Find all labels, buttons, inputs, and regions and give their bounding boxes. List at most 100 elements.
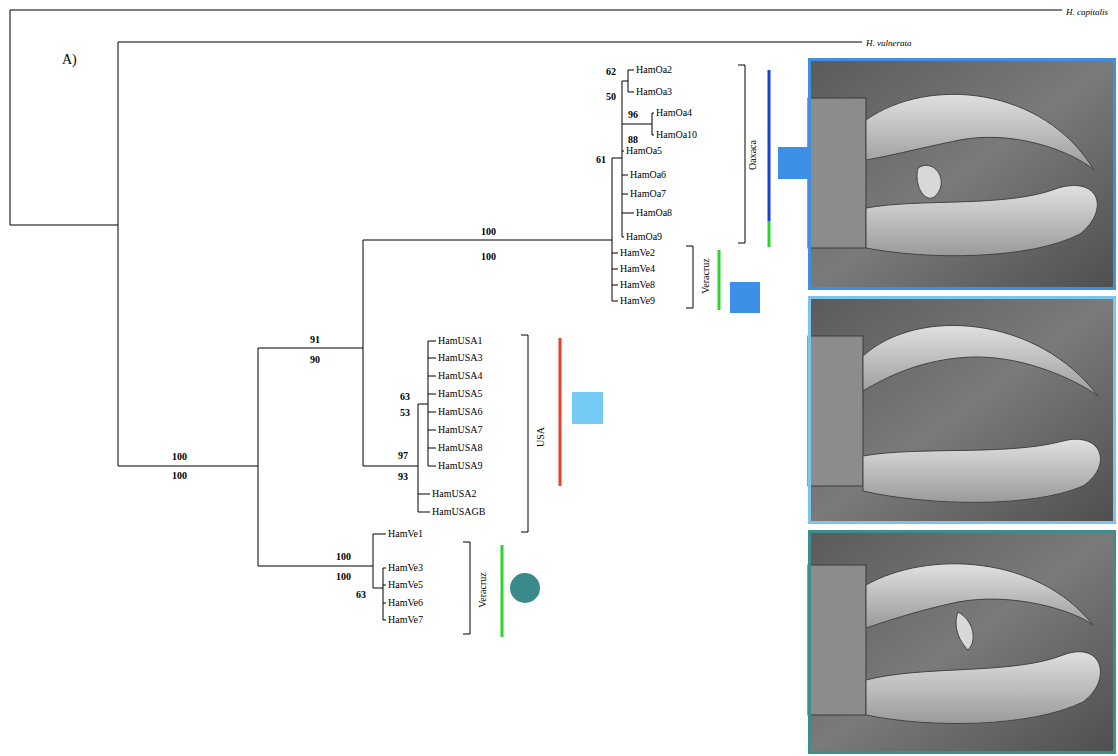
tree-branch — [428, 394, 436, 395]
outgroup-label: H. capitalis — [1066, 8, 1108, 17]
inner-process — [956, 612, 973, 650]
taxon-label: HamOa2 — [636, 65, 672, 75]
taxon-label: HamVe5 — [388, 580, 423, 590]
photo-frame — [810, 532, 1115, 753]
tree-branch — [622, 175, 628, 176]
tree-branch — [622, 213, 634, 214]
photo-ground — [808, 296, 1116, 524]
taxon-label: HamVe7 — [388, 615, 423, 625]
support-value: 96 — [628, 110, 638, 120]
taxon-label: HamUSA7 — [438, 425, 482, 435]
support-value: 61 — [596, 155, 606, 165]
morph-square — [730, 282, 760, 313]
support-value: 50 — [606, 92, 616, 102]
tree-branch — [612, 253, 618, 254]
tree-branch — [652, 135, 654, 136]
taxon-label: HamOa3 — [636, 87, 672, 97]
photo-frame — [810, 60, 1115, 289]
tree-branch — [118, 466, 258, 467]
tree-branch — [10, 10, 1062, 11]
tree-branch — [622, 81, 628, 82]
tree-branch — [10, 225, 118, 226]
tree-branch — [628, 70, 634, 71]
tree-branch — [118, 42, 862, 43]
support-value: 100 — [172, 452, 187, 462]
tree-branch — [373, 534, 374, 588]
taxon-label: HamOa9 — [626, 232, 662, 242]
tree-branch — [363, 466, 418, 467]
clade-label: USA — [536, 427, 546, 447]
support-value: 90 — [310, 355, 320, 365]
clade-label: Veracruz — [701, 258, 711, 294]
support-value: 97 — [398, 451, 408, 461]
sem-photo — [808, 530, 1116, 754]
tree-branch — [622, 151, 624, 152]
tree-branch — [418, 494, 430, 495]
clade-label: Veracruz — [478, 572, 488, 608]
tree-branch — [612, 301, 618, 302]
tree-branch — [612, 269, 618, 270]
tree-branch — [428, 448, 436, 449]
support-value: 93 — [398, 472, 408, 482]
lower-clasper — [866, 186, 1097, 256]
locality-bar — [559, 338, 562, 486]
taxon-label: HamOa5 — [626, 146, 662, 156]
morph-square — [572, 392, 603, 424]
taxon-label: HamOa4 — [656, 108, 692, 118]
inner-process — [917, 165, 941, 198]
tree-branch — [622, 237, 624, 238]
clade-bracket — [738, 65, 745, 243]
taxon-label: HamVe6 — [388, 598, 423, 608]
tree-branch — [10, 10, 11, 225]
taxon-label: HamVe1 — [388, 529, 423, 539]
tree-branch — [428, 341, 429, 466]
support-value: 91 — [310, 335, 320, 345]
support-value: 88 — [628, 135, 638, 145]
sem-photo — [808, 296, 1116, 524]
support-value: 53 — [400, 408, 410, 418]
taxon-label: HamVe3 — [388, 563, 423, 573]
photo-frame — [810, 298, 1115, 523]
tree-branch — [383, 620, 386, 621]
photo-ground — [808, 530, 1116, 754]
tree-branch — [622, 81, 623, 237]
taxon-label: HamUSA1 — [438, 336, 482, 346]
tree-branch — [628, 70, 629, 92]
morph-square — [778, 147, 808, 179]
support-value: 63 — [356, 590, 366, 600]
taxon-label: HamOa6 — [630, 170, 666, 180]
tree-branch — [622, 194, 628, 195]
tree-branch — [628, 92, 634, 93]
abdomen-segment — [808, 565, 866, 715]
clade-bracket — [463, 542, 470, 634]
tree-branch — [373, 588, 383, 589]
taxon-label: HamUSA5 — [438, 389, 482, 399]
support-value: 100 — [481, 227, 496, 237]
lower-clasper — [866, 652, 1100, 724]
morph-circle — [510, 573, 540, 603]
tree-branch — [652, 113, 654, 114]
taxon-label: HamOa8 — [636, 208, 672, 218]
locality-bar — [718, 250, 721, 310]
locality-bar — [501, 545, 504, 637]
photo-ground — [808, 58, 1116, 290]
taxon-label: HamUSA3 — [438, 353, 482, 363]
tree-branch — [428, 412, 436, 413]
tree-branch — [418, 512, 430, 513]
tree-branch — [612, 158, 613, 301]
clade-bracket — [521, 335, 528, 532]
panel-letter: A) — [62, 53, 77, 67]
lower-clasper — [863, 439, 1100, 502]
support-value: 100 — [336, 552, 351, 562]
tree-branch — [258, 348, 259, 566]
taxon-label: HamUSA2 — [432, 489, 476, 499]
locality-bar — [768, 221, 771, 247]
tree-branch — [428, 376, 436, 377]
support-value: 100 — [481, 252, 496, 262]
locality-bar — [768, 70, 771, 221]
tree-branch — [612, 158, 622, 159]
support-value: 63 — [400, 392, 410, 402]
tree-branch — [118, 42, 119, 466]
tree-branch — [428, 358, 436, 359]
